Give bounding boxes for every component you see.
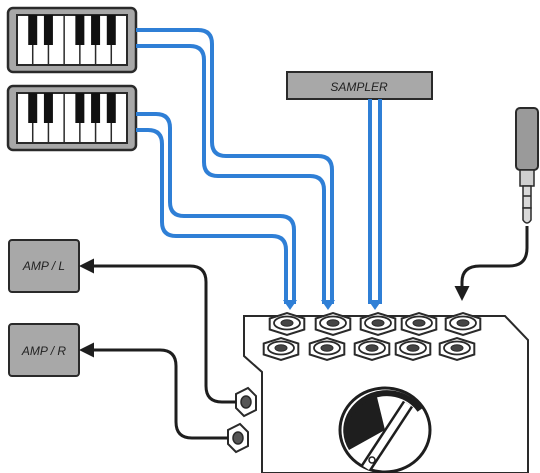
output-jack-right [227,422,249,454]
blue-arrow [283,300,297,310]
blue-arrow [368,300,382,310]
piano-keys-icon [16,14,128,66]
black-key [43,15,53,45]
blue-arrow [321,300,335,310]
input-jack [438,336,476,362]
amp-right: AMP / R [8,323,80,377]
cable-keyboard-1a [136,28,334,304]
input-jack [308,336,346,362]
cable-keyboard-2a [136,112,296,304]
mixer [227,311,529,473]
volume-knob-icon [338,386,432,473]
cable-instrument [454,226,529,301]
piano-keys-icon [16,92,128,144]
keyboard-1 [6,6,138,74]
black-key [91,93,101,123]
black-key [28,93,38,123]
cable-amp-left [79,258,236,404]
jack-plug-icon [515,107,539,224]
sampler-label: SAMPLER [330,80,388,94]
input-jack [314,311,352,337]
black-key [106,15,116,45]
amp-left: AMP / L [8,239,80,293]
black-key [43,93,53,123]
input-jack [359,311,397,337]
keyboard-2 [6,84,138,152]
input-jack [444,311,482,337]
black-key [75,93,85,123]
input-jack [394,336,432,362]
cable-keyboard-1b [136,44,326,304]
output-jack-left [235,386,257,418]
black-key [28,15,38,45]
black-key [106,93,116,123]
blue-cables [136,28,382,310]
input-jack [262,336,300,362]
cable-keyboard-2b [136,128,288,304]
black-cables [79,226,529,440]
amp-right-label: AMP / R [21,344,67,358]
cable-amp-right [79,342,228,440]
amp-left-label: AMP / L [22,259,65,273]
sampler: SAMPLER [286,71,433,100]
black-key [91,15,101,45]
black-key [75,15,85,45]
input-jack [400,311,438,337]
input-jack [353,336,391,362]
input-jacks [262,311,482,362]
input-jack [268,311,306,337]
